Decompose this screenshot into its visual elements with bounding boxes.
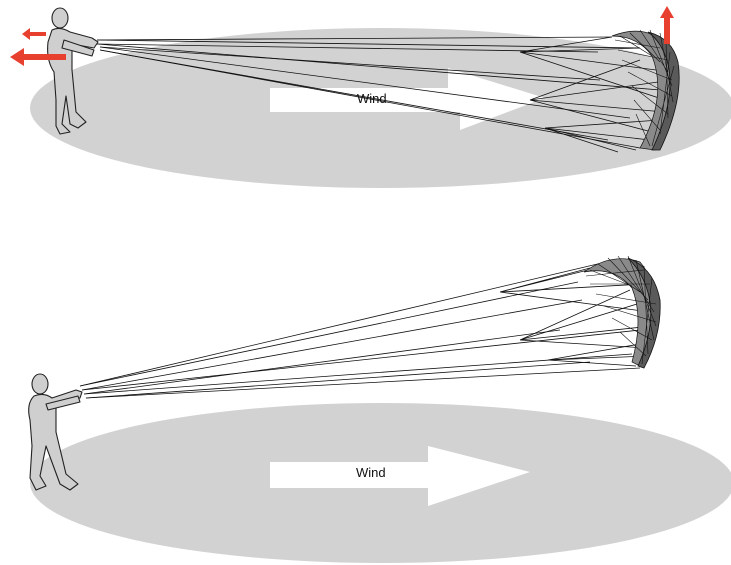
wind-label-bottom: Wind (356, 465, 386, 480)
force-arrow-left-small (22, 28, 46, 40)
kite-canopy-bottom (584, 256, 660, 368)
panel-bottom: Wind (29, 256, 731, 563)
kite-lines-bottom (80, 262, 652, 398)
panel-top: Wind (10, 6, 731, 188)
